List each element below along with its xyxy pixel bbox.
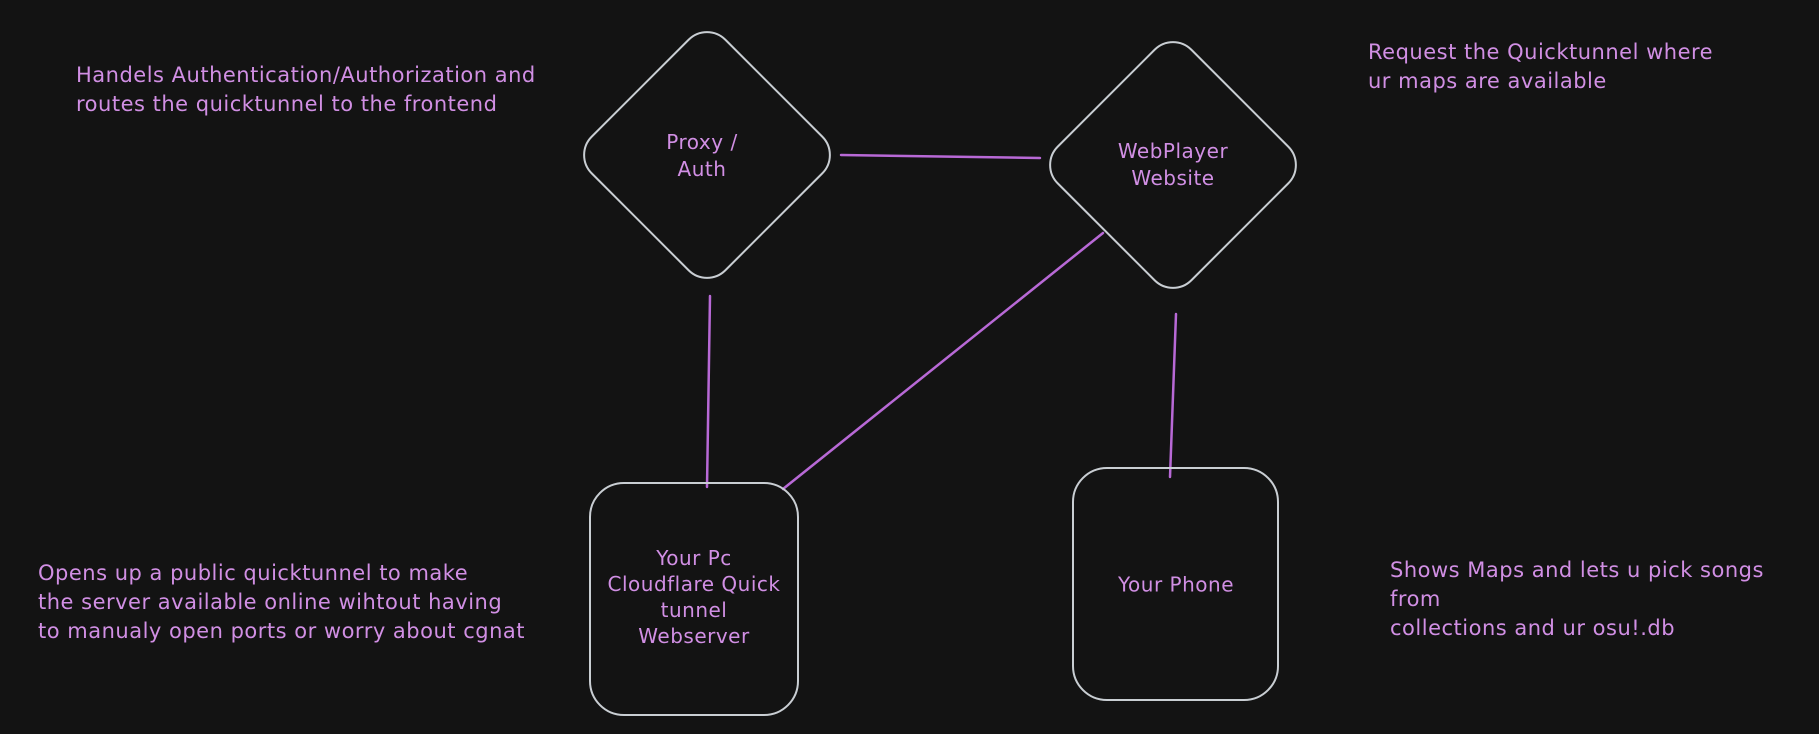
webserver-node[interactable] <box>589 482 799 716</box>
phone-node[interactable] <box>1072 467 1279 701</box>
webserver-label: Your Pc Cloudflare Quick tunnel Webserve… <box>607 546 781 648</box>
edge-proxy-webserver[interactable] <box>705 294 712 489</box>
edge-proxy-webplayer[interactable] <box>839 153 1042 160</box>
edge-webplayer-phone[interactable] <box>1168 312 1178 479</box>
edge-webplayer-webserver[interactable] <box>781 231 1105 491</box>
annotation-bottom-right[interactable]: Shows Maps and lets u pick songs from co… <box>1390 558 1764 640</box>
annotation-top-right[interactable]: Request the Quicktunnel where ur maps ar… <box>1368 40 1714 93</box>
phone-label: Your Phone <box>1117 572 1235 597</box>
webplayer-node[interactable] <box>1039 31 1306 298</box>
proxy-auth-label: Proxy / Auth <box>666 130 738 181</box>
proxy-auth-node[interactable] <box>573 21 840 288</box>
annotation-top-left[interactable]: Handels Authentication/Authorization and… <box>76 63 536 116</box>
webplayer-label: WebPlayer Website <box>1117 139 1229 190</box>
annotation-bottom-left[interactable]: Opens up a public quicktunnel to make th… <box>38 561 525 643</box>
